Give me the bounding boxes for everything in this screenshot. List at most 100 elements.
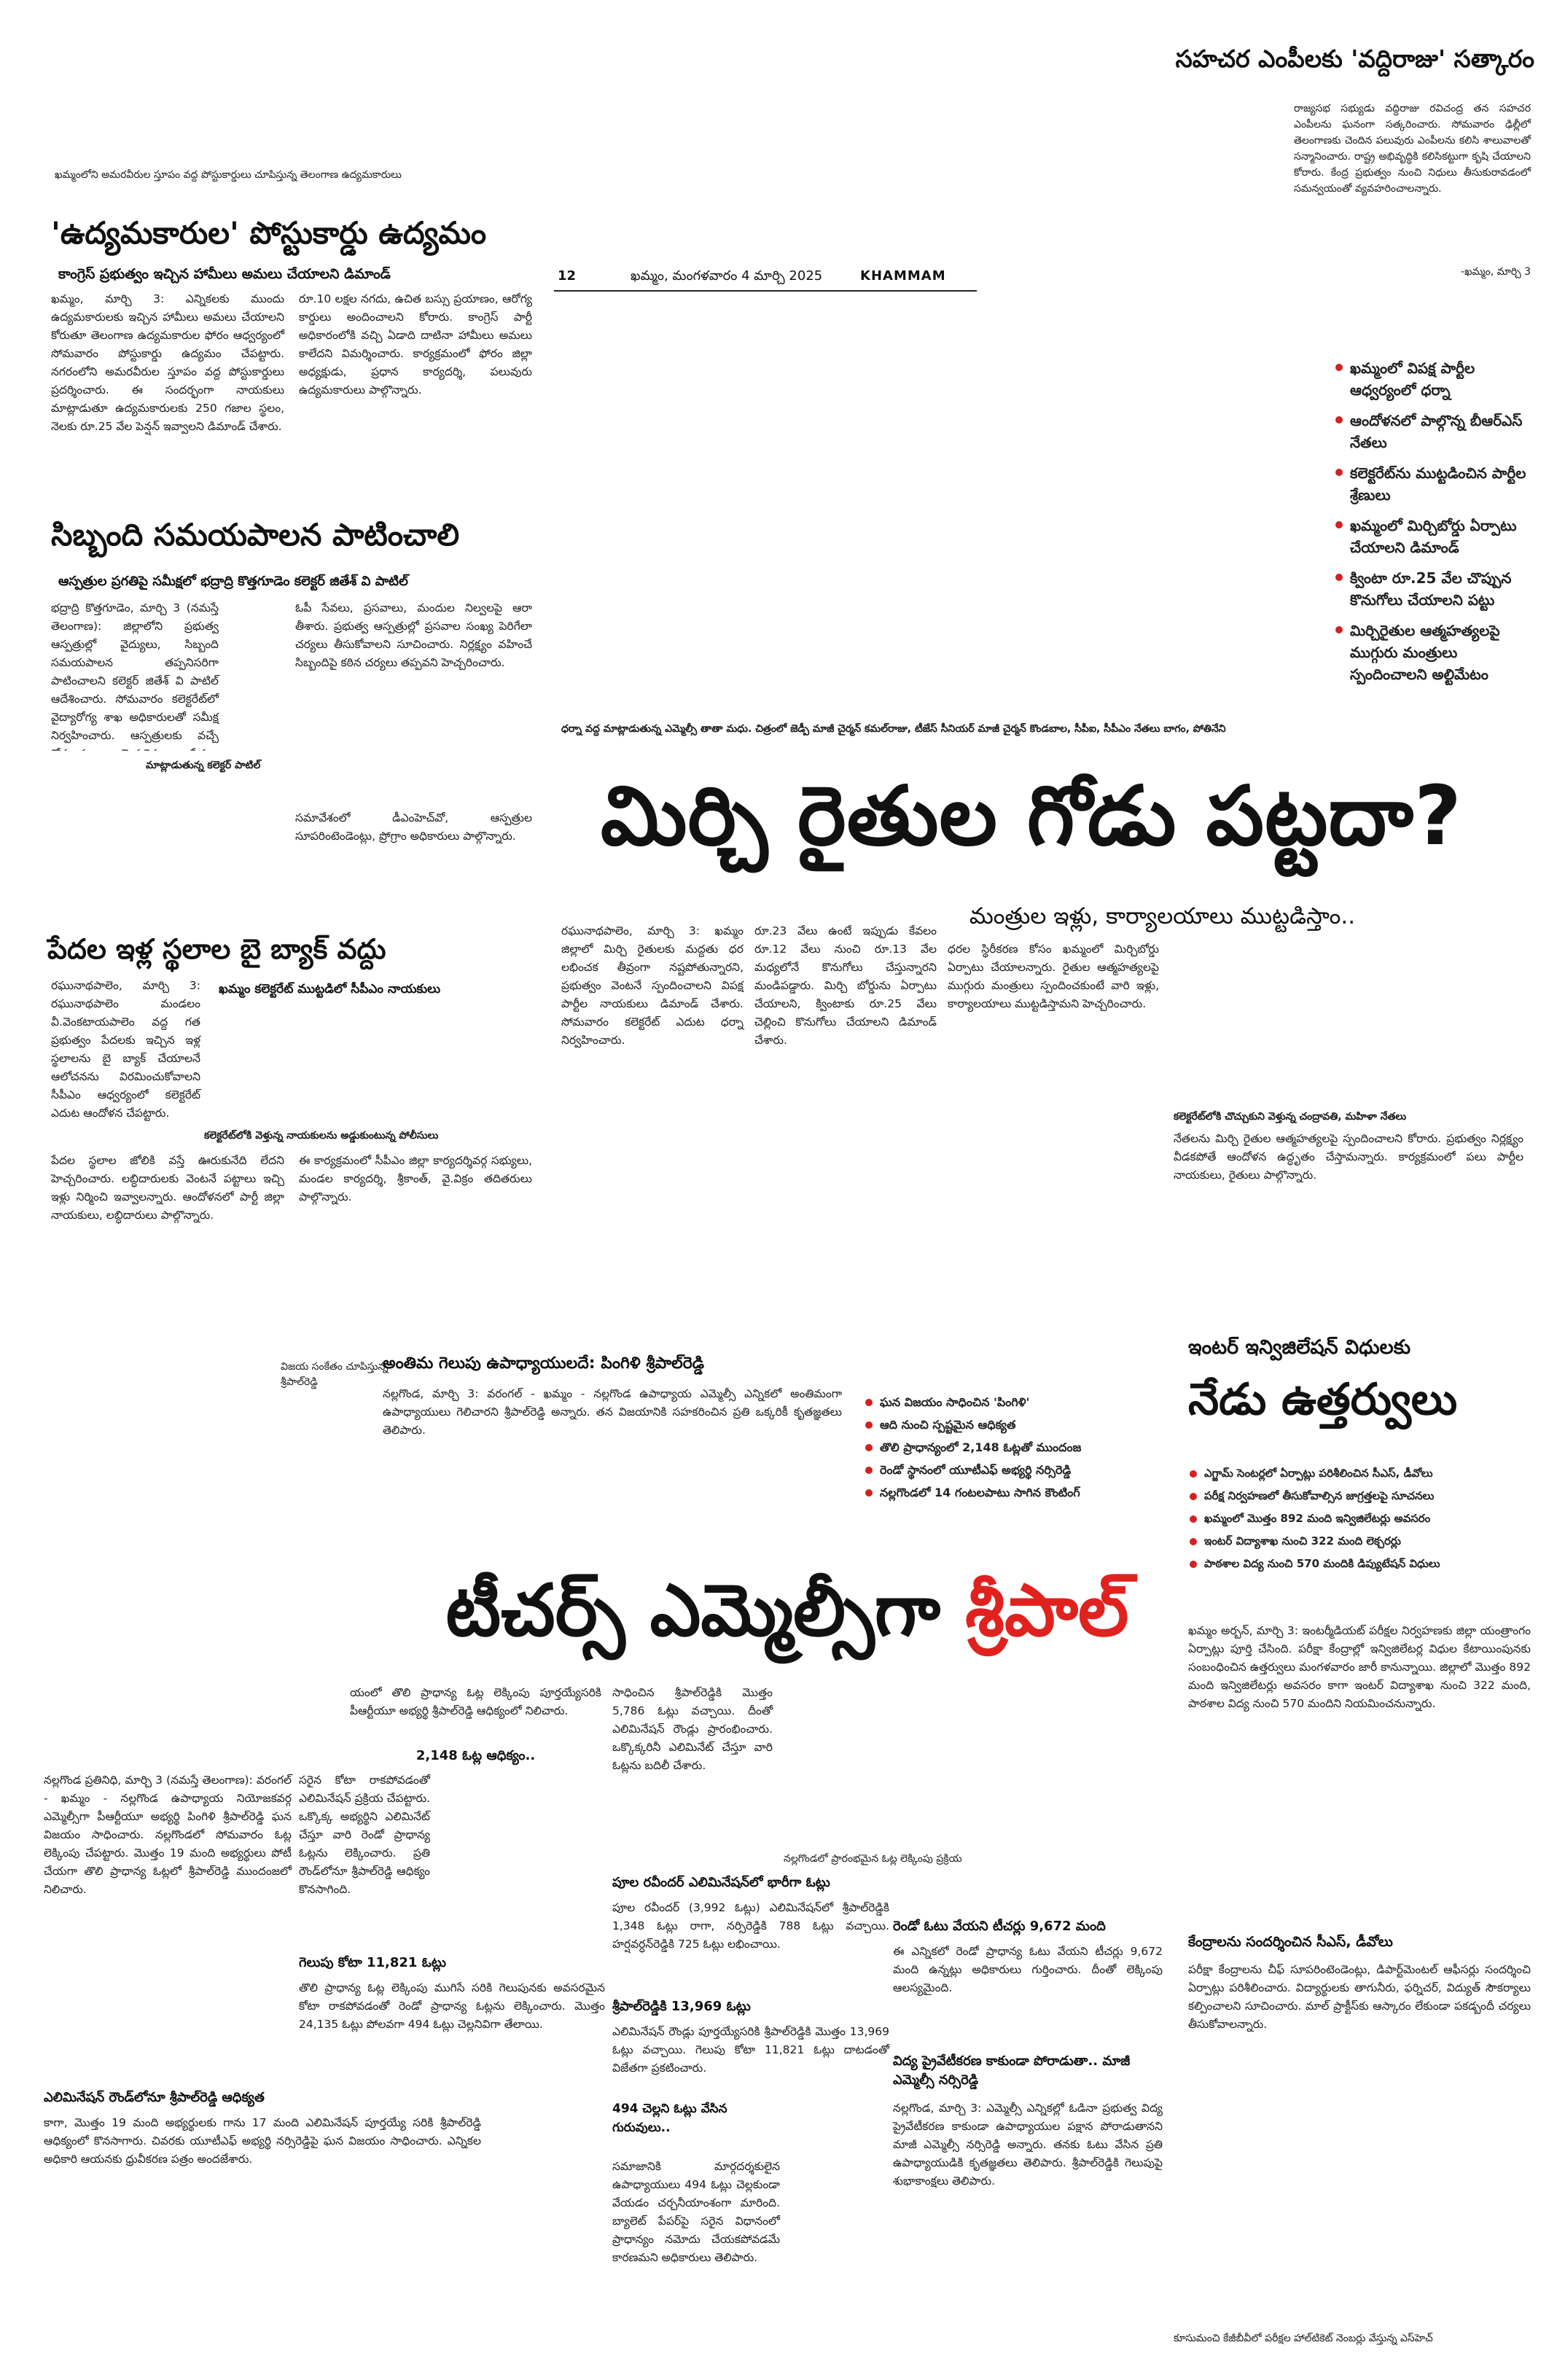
sripal-body-col10: నల్లగొండ, మార్చి 3: ఎమ్మెల్సీ ఎన్నికల్లో… [893, 2102, 1163, 2188]
sripal-bullet-2: ఆది నుంచి స్పష్టమైన ఆధిక్యత [864, 1416, 1192, 1434]
pedala-body-col3: ఈ కార్యక్రమంలో సీపీఎం జిల్లా కార్యదర్శివ… [299, 1154, 532, 1203]
pedala-photo [211, 1006, 532, 1123]
mirchi-bullet-2: ఆందోళనలో పాల్గొన్న బీఆర్‌ఎస్ నేతలు [1334, 410, 1534, 453]
bullet-dot-icon [865, 1467, 873, 1474]
mirchi-headline: మిర్చి రైతుల గోడు పట్టదా? [601, 769, 1462, 864]
udyamam-body-col1: ఖమ్మం, మార్చి 3: ఎన్నికలకు ముందు ఉద్యమకా… [51, 292, 284, 433]
mirchi-side-caption: కలెక్టరేట్‌లోకి చొచ్చుకుని వెళ్తున్న చంద… [1174, 1111, 1407, 1123]
vaddiraju-credit: -ఖమ్మం, మార్చి 3 [1460, 266, 1531, 278]
sripal-counting-caption: నల్లగొండలో ప్రారంభమైన ఓట్ల లెక్కింపు ప్ర… [784, 1853, 962, 1865]
sibbandi-headline: సిబ్బంది సమయపాలన పాటించాలి [51, 517, 460, 553]
mirchi-photo [554, 299, 1327, 714]
mirchi-bullet-6: మిర్చిరైతుల ఆత్మహత్యలపై ముగ్గురు మంత్రుల… [1334, 620, 1534, 685]
pedala-body-col1: రఘునాథపాలెం, మార్చి 3: రఘునాథపాలెం మండలం… [51, 979, 200, 1120]
sripal-headline: టీచర్స్ ఎమ్మెల్సీగా శ్రీపాల్ [394, 1564, 1181, 1658]
inter-photo-caption: కూసుమంచి కేజీబీవీలో పరీక్షల హాల్‌టికెట్ … [1174, 2333, 1433, 2344]
mirchi-bullets: ఖమ్మంలో విపక్ష పార్టీల ఆధ్వర్యంలో ధర్నా … [1334, 357, 1534, 694]
inter-bullet-2: పరీక్ష నిర్వహణలో తీసుకోవాల్సిన జాగ్రత్తల… [1188, 1488, 1531, 1505]
sibbandi-subhead: ఆస్పత్రుల ప్రగతిపై సమీక్షలో భద్రాద్రి కొ… [58, 574, 408, 589]
bullet-dot-icon [1335, 521, 1343, 528]
sripal-sub-narsireddy: విద్య ప్రైవేటీకరణ కాకుండా పోరాడుతా.. మాజ… [893, 2053, 1131, 2088]
bullet-dot-icon [865, 1489, 873, 1497]
bullet-dot-icon [1335, 574, 1343, 581]
mirchi-bullet-4: ఖమ్మంలో మిర్చిబోర్డు ఏర్పాటు చేయాలని డిమ… [1334, 515, 1534, 558]
bullet-dot-icon [1190, 1470, 1197, 1478]
sripal-sub-elimination: ఎలిమినేషన్ రౌండ్‌లోనూ శ్రీపాల్‌రెడ్డి ఆధ… [44, 2090, 265, 2105]
mirchi-body-col3: ధరల స్థిరీకరణ కోసం ఖమ్మంలో మిర్చిబోర్డు … [948, 943, 1159, 1010]
inter-subhead: కేంద్రాలను సందర్శించిన సీఎస్, డీవోలు [1188, 1934, 1393, 1950]
sripal-quote-body: నల్లగొండ, మార్చి 3: వరంగల్ - ఖమ్మం - నల్… [383, 1387, 842, 1437]
sripal-body-col1: నల్లగొండ ప్రతినిధి, మార్చి 3 (నమస్తే తెల… [44, 1774, 292, 1896]
udyamam-subhead: కాంగ్రెస్ ప్రభుత్వం ఇచ్చిన హామీలు అమలు చ… [58, 266, 391, 282]
edition-label: KHAMMAM [860, 268, 946, 284]
bullet-dot-icon [865, 1421, 873, 1429]
inter-kicker: ఇంటర్ ఇన్విజిలేషన్ విధులకు [1188, 1336, 1411, 1359]
sripal-counting-photo [784, 1680, 1163, 1844]
sripal-photo-caption: విజయ సంకేతం చూపిస్తున్న శ్రీపాల్‌రెడ్డి [281, 1361, 389, 1388]
udyamam-photo-caption: ఖమ్మంలోని అమరవీరుల స్తూపం వద్ద పోస్టుకార… [55, 169, 402, 181]
sibbandi-photo [51, 751, 219, 897]
pedala-photo-caption: కలెక్టరేట్‌లోకి వెళ్తున్న నాయకులను అడ్డు… [204, 1130, 439, 1142]
sibbandi-body-col3: సమావేశంలో డీఎంహెచ్‌వో, ఆస్పత్రుల సూపరింట… [295, 811, 532, 843]
sibbandi-side-caption: మాట్లాడుతున్న కలెక్టర్ పాటిల్ [146, 760, 261, 771]
page-number: 12 [558, 268, 577, 284]
mirchi-bullet-3: కలెక్టరేట్‌ను ముట్టడించిన పార్టీల శ్రేణు… [1334, 462, 1534, 506]
mirchi-body-col1: రఘునాథపాలెం, మార్చి 3: ఖమ్మం జిల్లాలో మి… [561, 924, 744, 1047]
sripal-body-col6: సమాజానికి మార్గదర్శకులైన ఉపాధ్యాయులు 494… [612, 2160, 780, 2264]
bullet-dot-icon [1190, 1538, 1197, 1545]
sripal-sub-gelupu-kota: గెలుపు కోటా 11,821 ఓట్లు [299, 1955, 447, 1970]
sripal-body-col8: ఎలిమినేషన్ రౌండ్లు పూర్తయ్యేసరికి శ్రీపా… [612, 2025, 889, 2075]
bullet-dot-icon [1190, 1493, 1197, 1500]
inter-photo [1174, 2114, 1531, 2325]
sripal-sub-second-vote: రెండో ఓటు వేయని టీచర్లు 9,672 మంది [893, 1919, 1106, 1934]
dateline: ఖమ్మం, మంగళవారం 4 మార్చి 2025 [631, 268, 823, 284]
vaddiraju-body: రాజ్యసభ సభ్యుడు వద్దిరాజు రవిచంద్ర తన సహ… [1294, 103, 1531, 195]
inter-bullet-4: ఇంటర్ విద్యాశాఖ నుంచి 322 మంది లెక్చరర్ల… [1188, 1533, 1531, 1550]
sripal-sub-invalid-votes: 494 చెల్లని ఓట్లు వేసిన గురువులు.. [612, 2102, 727, 2135]
inter-bullets: ఎగ్జామ్ సెంటర్లలో ఏర్పాట్లు పరిశీలించిన … [1188, 1465, 1531, 1578]
sripal-bullets: ఘన విజయం సాధించిన 'పింగిళి' ఆది నుంచి స్… [864, 1394, 1192, 1507]
inter-body-1: ఖమ్మం అర్బన్, మార్చి 3: ఇంటర్మీడియట్ పరీ… [1188, 1624, 1531, 1710]
inter-bullet-3: ఖమ్మంలో మొత్తం 892 మంది ఇన్విజిలేటర్లు అ… [1188, 1510, 1531, 1527]
inter-headline: నేడు ఉత్తర్వులు [1188, 1374, 1458, 1425]
bullet-dot-icon [1335, 469, 1343, 476]
sripal-body-col5: కాగా, మొత్తం 19 మంది అభ్యర్థులకు గాను 17… [44, 2116, 481, 2166]
bullet-dot-icon [1335, 626, 1343, 633]
vaddiraju-photo [991, 91, 1283, 266]
sripal-intro: యంలో తొలి ప్రాధాన్య ఓట్ల లెక్కింపు పూర్త… [350, 1686, 601, 1717]
mirchi-bullet-1: ఖమ్మంలో విపక్ష పార్టీల ఆధ్వర్యంలో ధర్నా [1334, 357, 1534, 401]
sripal-bullet-1: ఘన విజయం సాధించిన 'పింగిళి' [864, 1394, 1192, 1411]
bullet-dot-icon [1335, 416, 1343, 424]
bullet-dot-icon [1190, 1561, 1197, 1568]
inter-body-2: పరీక్షా కేంద్రాలను చీఫ్ సూపరింటెండెంట్లు… [1188, 1963, 1531, 2031]
udyamam-headline: 'ఉద్యమకారుల' పోస్టుకార్డు ఉద్యమం [51, 215, 487, 251]
sripal-body-col7: పూల రవీందర్ (3,992 ఓట్లు) ఎలిమినేషన్‌లో … [612, 1901, 889, 1951]
mirchi-body-col4: నేతలను మిర్చి రైతుల ఆత్మహత్యలపై స్పందించ… [1174, 1132, 1523, 1182]
sripal-bullet-4: రెండో స్థానంలో యూటీఎఫ్ అభ్యర్థి నర్సిరెడ… [864, 1462, 1192, 1479]
sripal-quote-headline: అంతిమ గెలుపు ఉపాధ్యాయులదే: పింగిళి శ్రీప… [383, 1354, 705, 1373]
mirchi-body-col2: రూ.23 వేలు ఉంటే ఇప్పుడు కేవలం రూ.12 వేలు… [754, 924, 937, 1047]
pedala-subhead: ఖమ్మం కలెక్టరేట్ ముట్టడిలో సీపీఎం నాయకుల… [219, 982, 441, 996]
mirchi-subhead: మంత్రుల ఇళ్లు, కార్యాలయాలు ముట్టడిస్తాం.… [969, 903, 1356, 929]
sripal-body-col3: తొలి ప్రాధాన్య ఓట్ల లెక్కింపు ముగిసే సరి… [299, 1981, 605, 2031]
sripal-lead: 2,148 ఓట్ల ఆధిక్యం.. [415, 1748, 536, 1763]
pedala-headline: పేదల ఇళ్ల స్థలాల బై బ్యాక్ వద్దు [47, 933, 386, 965]
inter-bullet-5: పాఠశాల విద్య నుంచి 570 మందికి డిప్యుటేషన… [1188, 1556, 1531, 1572]
sripal-body-col9: ఈ ఎన్నికలో రెండో ప్రాధాన్య ఓటు వేయని టీచ… [893, 1945, 1163, 1994]
pedala-body-col2: పేదల స్థలాల జోలికి వస్తే ఊరుకునేది లేదని… [51, 1154, 284, 1222]
mirchi-photo-2 [1170, 940, 1527, 1104]
mirchi-bullet-5: క్వింటా రూ.25 వేల చొప్పున కొనుగోలు చేయాల… [1334, 567, 1534, 611]
bullet-dot-icon [865, 1444, 873, 1451]
sripal-body-col2: సరైన కోటా రాకపోవడంతో ఎలిమినేషన్ ప్రక్రియ… [299, 1774, 430, 1896]
sripal-bullet-3: తొలి ప్రాధాన్యంలో 2,148 ఓట్లతో ముందంజ [864, 1439, 1192, 1456]
sripal-headline-black: టీచర్స్ ఎమ్మెల్సీగా [445, 1569, 966, 1653]
sripal-photo [190, 1305, 313, 1414]
inter-bullet-1: ఎగ్జామ్ సెంటర్లలో ఏర్పాట్లు పరిశీలించిన … [1188, 1465, 1531, 1482]
sripal-sub-poola: పూల రవీందర్ ఎలిమినేషన్‌లో భారీగా ఓట్లు [612, 1875, 830, 1890]
masthead-rule [554, 290, 977, 292]
mirchi-photo-caption: ధర్నా వద్ద మాట్లాడుతున్న ఎమ్మెల్సీ తాతా … [561, 723, 1226, 735]
sripal-headline-red: శ్రీపాల్ [965, 1569, 1129, 1653]
bullet-dot-icon [865, 1399, 873, 1406]
bullet-dot-icon [1190, 1515, 1197, 1523]
sripal-sub-total: శ్రీపాల్‌రెడ్డికి 13,969 ఓట్లు [612, 1999, 751, 2014]
